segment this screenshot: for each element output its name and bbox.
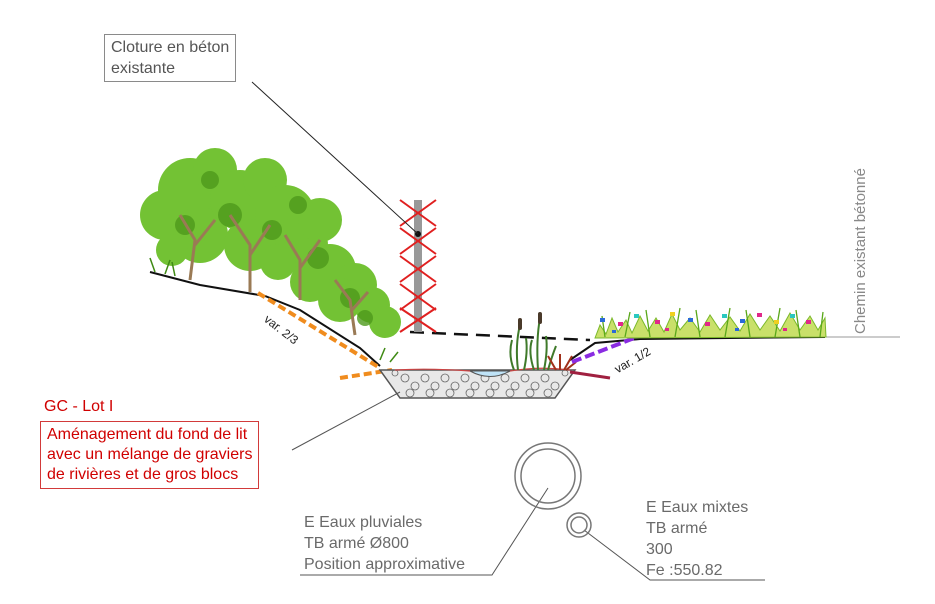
riverbed-leader-line bbox=[291, 391, 401, 451]
pipe-pluvial-line: Position approximative bbox=[304, 556, 465, 573]
pipe-pluvial-line: E Eaux pluviales bbox=[304, 514, 423, 531]
pipe-mixed-note: E Eaux mixtes TB armé 300 Fe :550.82 bbox=[646, 497, 748, 581]
riverbed-note-line: Aménagement du fond de lit bbox=[47, 426, 248, 443]
pipe-pluvial-note: E Eaux pluviales TB armé Ø800 Position a… bbox=[304, 512, 465, 575]
pipe-section-icon bbox=[514, 442, 582, 510]
pipe-mixed-line: TB armé bbox=[646, 520, 708, 537]
pipe-mixed-leader-line bbox=[583, 529, 765, 581]
right-toe-line bbox=[569, 370, 611, 380]
fence-note-box: Cloture en béton existante bbox=[104, 34, 237, 82]
fence-post-icon bbox=[399, 199, 437, 333]
right-bank-ground bbox=[569, 336, 826, 361]
reed-plants bbox=[509, 312, 577, 371]
fence-note-line: existante bbox=[111, 60, 176, 77]
pipe-pluvial-line: TB armé Ø800 bbox=[304, 535, 409, 552]
pipe-section-icon bbox=[566, 512, 592, 538]
pipe-pluvial-leader-line bbox=[300, 487, 549, 576]
pipe-mixed-line: Fe :550.82 bbox=[646, 562, 723, 579]
pipe-mixed-line: E Eaux mixtes bbox=[646, 499, 749, 516]
pipe-mixed-line: 300 bbox=[646, 541, 673, 558]
fence-leader-line bbox=[251, 81, 419, 235]
right-bank-meadow bbox=[594, 307, 827, 339]
riverbed-note-line: avec un mélange de graviers bbox=[47, 446, 253, 463]
riverbed-gravel bbox=[378, 367, 577, 399]
path-label: Chemin existant bétonné bbox=[852, 168, 869, 334]
lot-title: GC - Lot I bbox=[44, 398, 114, 415]
fence-note-line: Cloture en béton bbox=[111, 39, 230, 56]
riverbed-note-box: Aménagement du fond de lit avec un mélan… bbox=[40, 421, 260, 489]
right-slope-line bbox=[571, 335, 638, 364]
left-bank-ground bbox=[149, 271, 381, 367]
existing-fence-baseline bbox=[409, 330, 591, 342]
riverbed-note-line: de rivières et de gros blocs bbox=[47, 466, 239, 483]
left-bank-trees bbox=[140, 148, 401, 363]
